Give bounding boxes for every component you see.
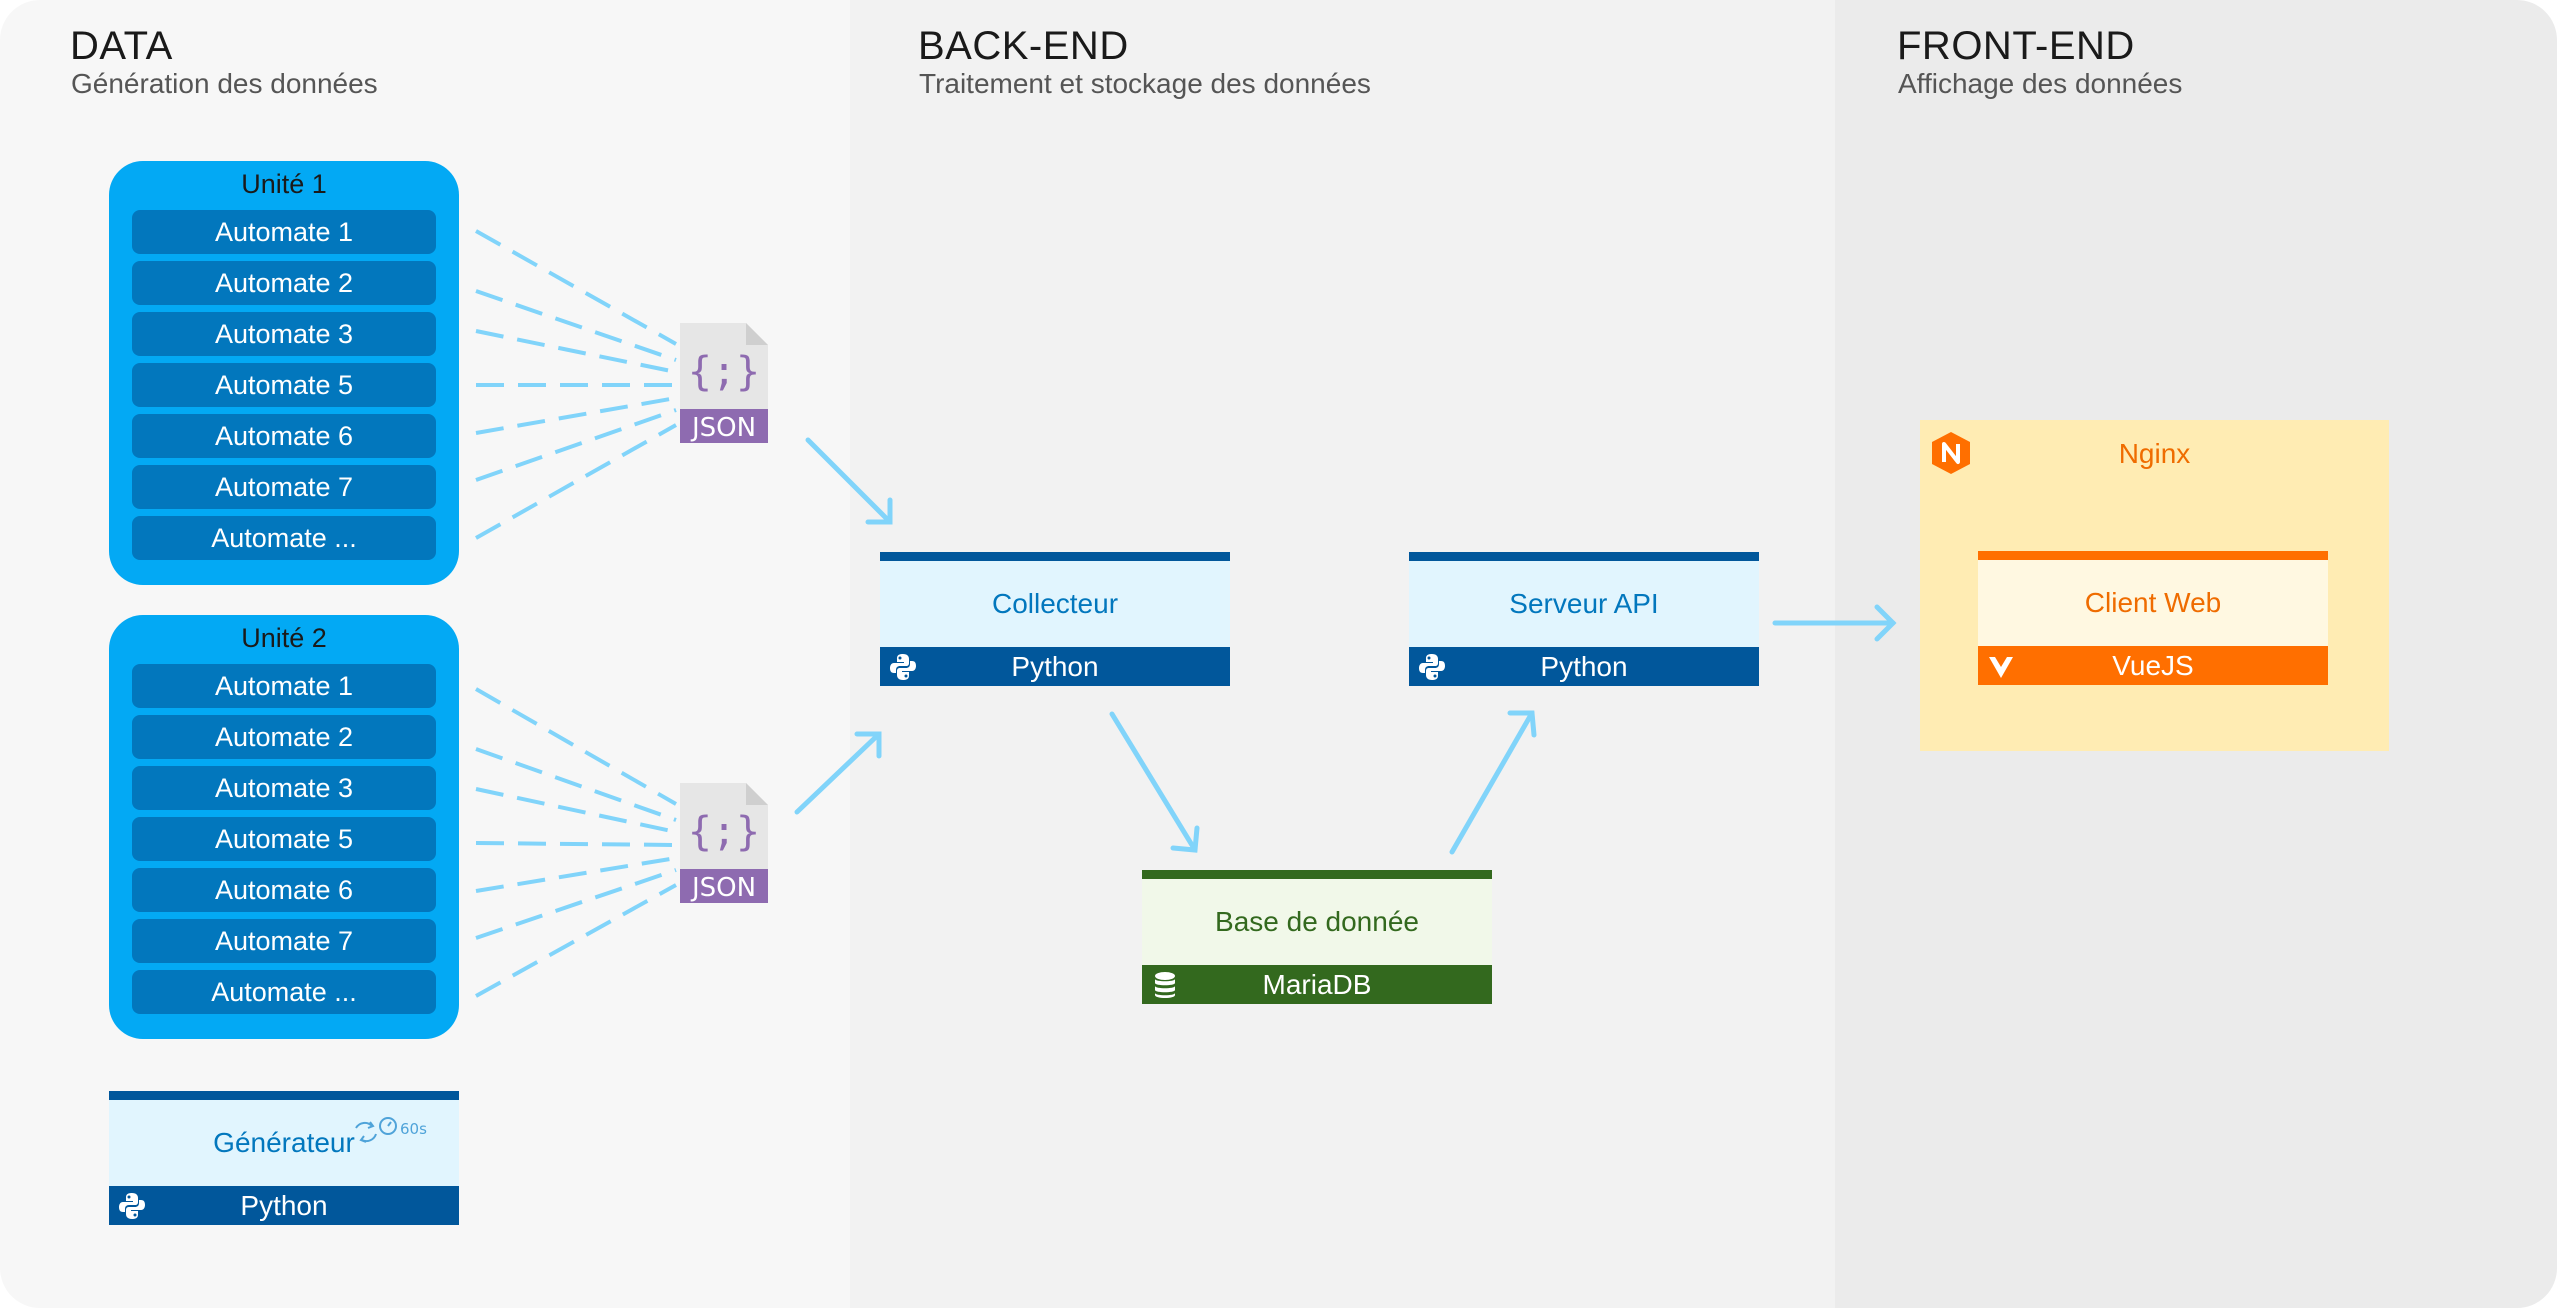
generator-name: Générateur xyxy=(109,1100,459,1186)
automate-item: Automate 7 xyxy=(132,919,436,963)
generator-tech: Python xyxy=(240,1189,328,1221)
api-server-service: Serveur API Python xyxy=(1409,552,1759,686)
python-icon xyxy=(119,1193,145,1219)
unit-1-box: Unité 1 Automate 1 Automate 2 Automate 3… xyxy=(109,161,459,585)
collector-service: Collecteur Python xyxy=(880,552,1230,686)
generator-service: Générateur Python xyxy=(109,1091,459,1225)
automate-item: Automate ... xyxy=(132,516,436,560)
automate-item: Automate 2 xyxy=(132,261,436,305)
automate-item: Automate 2 xyxy=(132,715,436,759)
automate-item: Automate 6 xyxy=(132,868,436,912)
backend-section-subtitle: Traitement et stockage des données xyxy=(919,68,1371,99)
automate-item: Automate 3 xyxy=(132,312,436,356)
database-tech: MariaDB xyxy=(1262,968,1372,1000)
automate-item: Automate ... xyxy=(132,970,436,1014)
automate-item: Automate 3 xyxy=(132,766,436,810)
timer-icon: 60s xyxy=(355,1117,427,1143)
automate-item: Automate 5 xyxy=(132,363,436,407)
backend-section-title: BACK-END xyxy=(918,24,1129,68)
frontend-section-subtitle: Affichage des données xyxy=(1898,68,2183,99)
api-server-name: Serveur API xyxy=(1409,561,1759,647)
python-icon xyxy=(1419,654,1445,680)
unit-title: Unité 2 xyxy=(241,623,327,653)
json-label: JSON xyxy=(690,413,756,443)
database-icon xyxy=(1155,972,1175,998)
json-label: JSON xyxy=(690,873,756,903)
web-client-name: Client Web xyxy=(1978,560,2328,646)
automate-item: Automate 7 xyxy=(132,465,436,509)
web-client-tech: VueJS xyxy=(2112,649,2194,681)
nginx-icon xyxy=(1932,432,1970,474)
vue-icon xyxy=(1989,657,2013,678)
api-server-tech: Python xyxy=(1540,650,1628,682)
svg-text:{;}: {;} xyxy=(688,809,760,855)
data-section-title: DATA xyxy=(70,24,173,68)
web-client-service: Client Web VueJS xyxy=(1978,551,2328,685)
nginx-label: Nginx xyxy=(2118,438,2191,469)
data-section-subtitle: Génération des données xyxy=(71,68,378,99)
json-file-icon: {;} JSON xyxy=(680,783,768,903)
collector-tech: Python xyxy=(1011,650,1099,682)
automate-item: Automate 1 xyxy=(132,664,436,708)
automate-item: Automate 6 xyxy=(132,414,436,458)
automate-item: Automate 1 xyxy=(132,210,436,254)
database-name: Base de donnée xyxy=(1142,879,1492,965)
json-file-icon: {;} JSON xyxy=(680,323,768,443)
database-service: Base de donnée MariaDB xyxy=(1142,870,1492,1004)
svg-text:{;}: {;} xyxy=(688,349,760,395)
python-icon xyxy=(890,654,916,680)
automate-item: Automate 5 xyxy=(132,817,436,861)
timer-interval: 60s xyxy=(400,1120,427,1138)
collector-name: Collecteur xyxy=(880,561,1230,647)
frontend-section-title: FRONT-END xyxy=(1897,24,2135,68)
unit-2-box: Unité 2 Automate 1 Automate 2 Automate 3… xyxy=(109,615,459,1039)
unit-title: Unité 1 xyxy=(241,169,327,199)
